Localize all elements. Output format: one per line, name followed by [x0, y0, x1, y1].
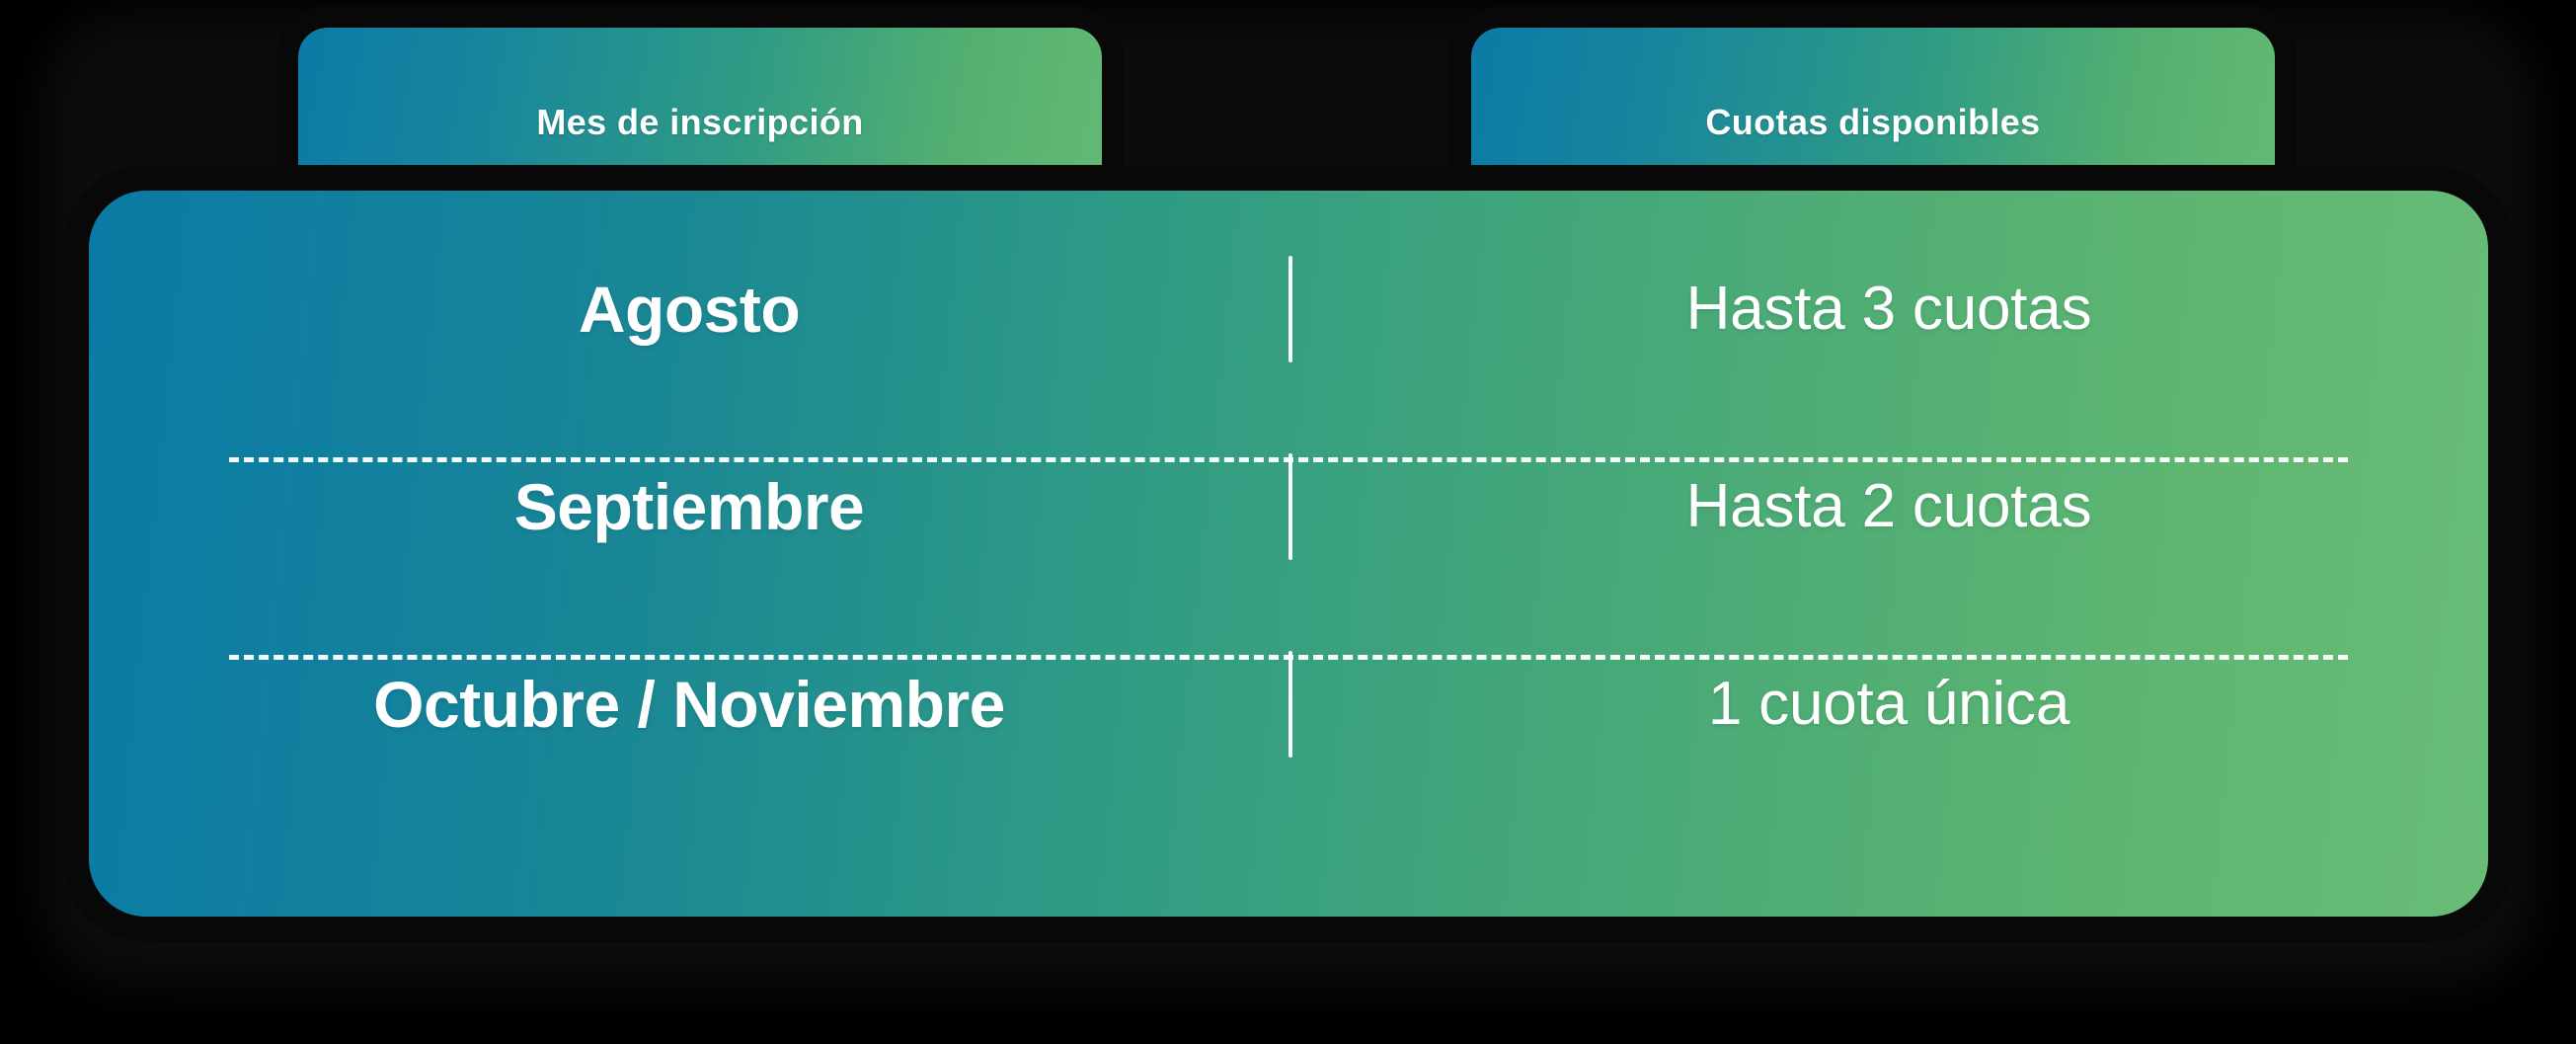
table-cell-quota: Hasta 3 cuotas	[1289, 210, 2488, 408]
table-cell-month: Septiembre	[89, 408, 1289, 605]
table-rows: Agosto Hasta 3 cuotas Septiembre Hasta 2…	[89, 191, 2488, 917]
table-row: Septiembre Hasta 2 cuotas	[89, 408, 2488, 605]
table-row: Octubre / Noviembre 1 cuota única	[89, 605, 2488, 803]
table-cell-quota: Hasta 2 cuotas	[1289, 408, 2488, 605]
month-value: Octubre / Noviembre	[373, 668, 1005, 741]
column-separator	[1288, 256, 1292, 362]
table-cell-month: Octubre / Noviembre	[89, 605, 1289, 803]
month-value: Septiembre	[513, 470, 865, 543]
column-header-tab-quota: Cuotas disponibles	[1471, 28, 2275, 198]
quota-value: 1 cuota única	[1707, 670, 2070, 738]
table-row: Agosto Hasta 3 cuotas	[89, 210, 2488, 408]
column-header-label-quota: Cuotas disponibles	[1705, 102, 2041, 142]
table-cell-month: Agosto	[89, 210, 1289, 408]
table-header-tabs: Mes de inscripción Cuotas disponibles	[0, 0, 2576, 198]
column-separator	[1288, 651, 1292, 758]
quota-value: Hasta 3 cuotas	[1685, 275, 2092, 343]
column-separator	[1288, 453, 1292, 560]
table-body-card: Agosto Hasta 3 cuotas Septiembre Hasta 2…	[89, 191, 2488, 917]
column-header-tab-month: Mes de inscripción	[298, 28, 1102, 198]
column-header-label-month: Mes de inscripción	[536, 102, 864, 142]
quota-value: Hasta 2 cuotas	[1685, 472, 2092, 540]
table-cell-quota: 1 cuota única	[1289, 605, 2488, 803]
month-value: Agosto	[578, 273, 801, 346]
